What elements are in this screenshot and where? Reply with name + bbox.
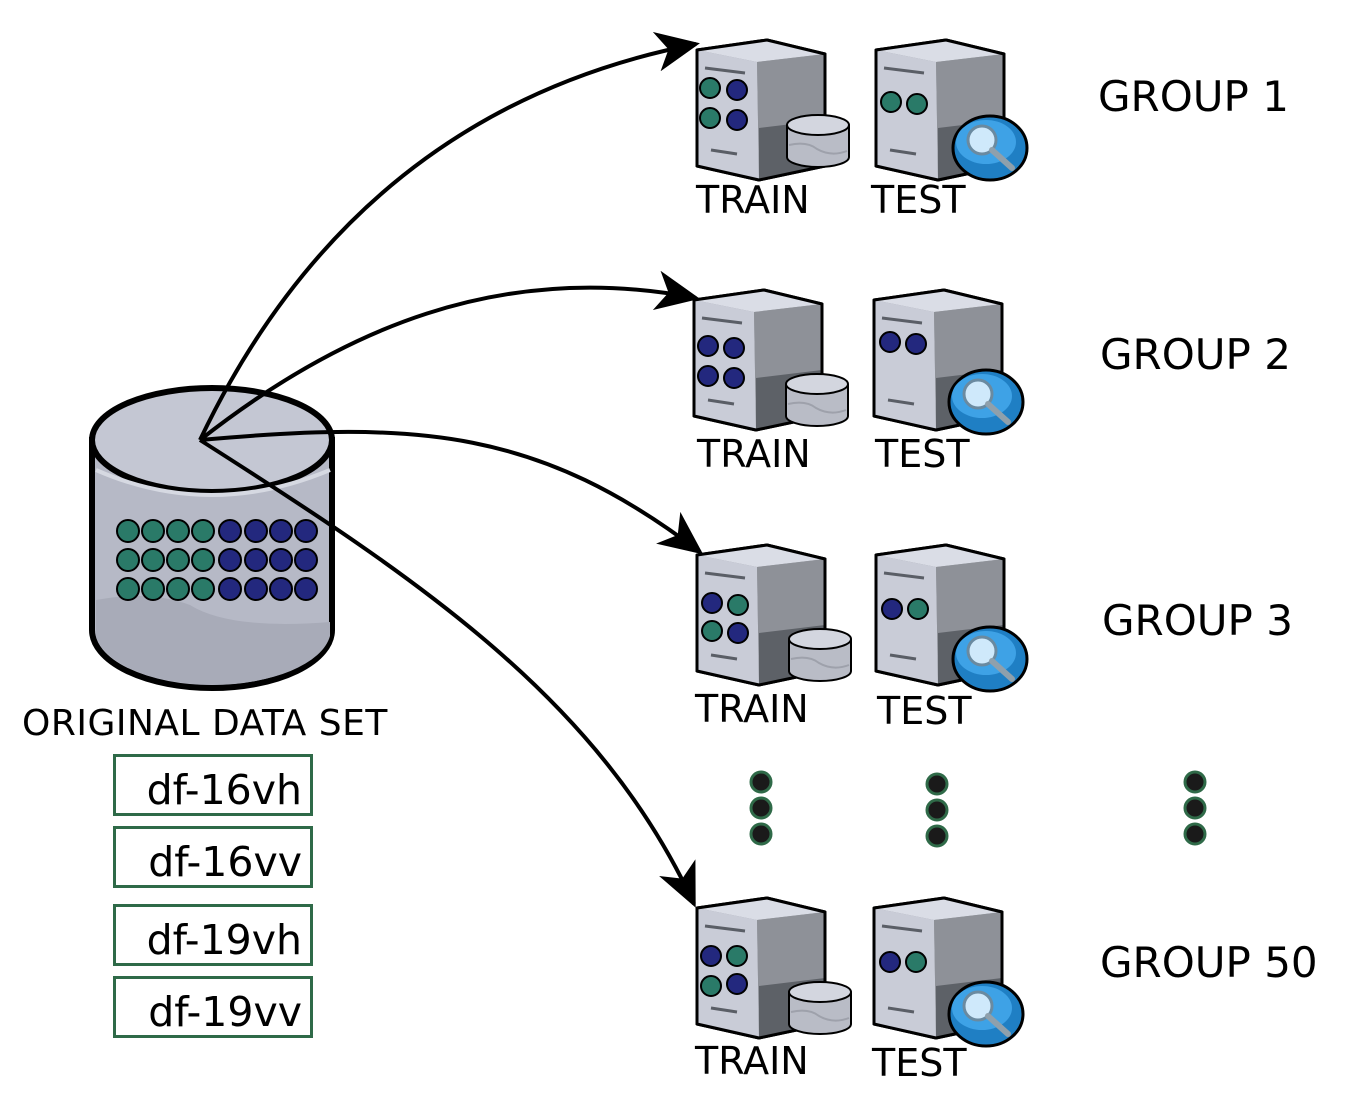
test-server-icon [874, 543, 1027, 691]
data-dot [166, 548, 190, 572]
arrow-to-group-3 [199, 429, 704, 555]
dataset-name: df-19vh [146, 916, 302, 964]
arrow-to-group-2 [198, 270, 700, 442]
magnifier-icon [949, 370, 1023, 434]
train-server-icon [695, 543, 852, 687]
train-label: TRAIN [695, 1039, 809, 1083]
dataset-name: df-16vv [148, 838, 302, 886]
dataset-name: df-19vv [148, 988, 302, 1036]
arrow-to-group-50 [198, 438, 696, 908]
test-label: TEST [877, 689, 972, 733]
group-50-servers [695, 896, 1023, 1046]
data-dot [141, 519, 165, 543]
data-dot [218, 577, 242, 601]
magnifier-icon [953, 627, 1027, 691]
train-label: TRAIN [695, 687, 809, 731]
data-dot [166, 519, 190, 543]
data-dots [116, 519, 318, 601]
group-label: GROUP 1 [1098, 72, 1289, 121]
data-dot [166, 577, 190, 601]
dataset-box: df-19vv [113, 976, 313, 1038]
dataset-name: df-16vh [146, 766, 302, 814]
magnifier-icon [949, 982, 1023, 1046]
dataset-box: df-16vv [113, 826, 313, 888]
group-1-servers [695, 38, 1027, 182]
group-label: GROUP 50 [1100, 938, 1318, 987]
data-dot [141, 577, 165, 601]
test-server-icon [874, 38, 1027, 180]
train-server-icon [695, 38, 850, 182]
test-server-icon [872, 896, 1023, 1046]
test-label: TEST [875, 432, 970, 476]
data-dot [269, 548, 293, 572]
magnifier-icon [953, 116, 1027, 180]
ellipsis-icon [749, 770, 1207, 848]
data-dot [191, 577, 215, 601]
data-dot [141, 548, 165, 572]
data-dot [244, 577, 268, 601]
dataset-box: df-16vh [113, 754, 313, 816]
group-2-servers [692, 288, 1023, 434]
data-dot [191, 548, 215, 572]
data-dot [294, 577, 318, 601]
group-label: GROUP 2 [1100, 330, 1291, 379]
database-icon [89, 385, 335, 691]
data-dot [294, 519, 318, 543]
data-dot [218, 519, 242, 543]
test-label: TEST [872, 1041, 967, 1085]
data-dot [269, 577, 293, 601]
data-dot [269, 519, 293, 543]
test-server-icon [872, 288, 1023, 434]
data-dot [191, 519, 215, 543]
train-label: TRAIN [696, 178, 810, 222]
original-data-set-label: ORIGINAL DATA SET [22, 703, 388, 744]
test-label: TEST [871, 178, 966, 222]
data-dot [116, 548, 140, 572]
data-dot [116, 577, 140, 601]
data-dot [116, 519, 140, 543]
data-dot [244, 519, 268, 543]
split-arrows [198, 32, 704, 908]
dataset-box: df-19vh [113, 904, 313, 966]
data-dot [294, 548, 318, 572]
train-server-icon [692, 288, 849, 432]
train-server-icon [695, 896, 852, 1040]
group-3-servers [695, 543, 1027, 691]
data-dot [244, 548, 268, 572]
arrow-to-group-1 [198, 32, 700, 441]
group-label: GROUP 3 [1102, 596, 1293, 645]
train-label: TRAIN [697, 432, 811, 476]
data-dot [218, 548, 242, 572]
